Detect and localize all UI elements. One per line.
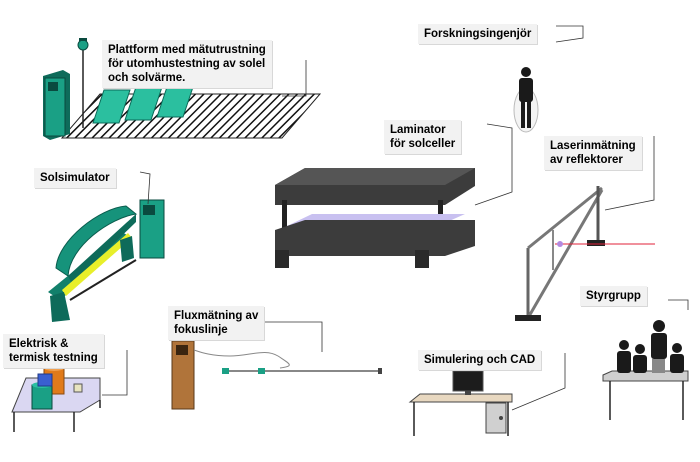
- monitor: [452, 370, 484, 392]
- outdoor-test-platform: [43, 38, 322, 140]
- label-flux: Fluxmätning av fokuslinje: [168, 306, 265, 340]
- laser-spot: [557, 241, 563, 247]
- electrical-thermal-test-bench: [11, 350, 128, 432]
- measurement-pole: [77, 38, 89, 128]
- researcher-figure: [513, 25, 584, 133]
- simulator-cabinet: [139, 199, 165, 259]
- platform-leader-line: [282, 60, 307, 97]
- flux-measurement: [171, 321, 382, 410]
- laminator: [275, 123, 513, 268]
- label-researcher: Forskningsingenjör: [418, 24, 538, 44]
- laser-reflector-frame: [515, 136, 655, 321]
- label-laminator: Laminator för solceller: [384, 120, 462, 154]
- label-platform: Plattform med mätutrustning för utomhust…: [102, 40, 272, 88]
- platform-deck: [60, 93, 322, 139]
- label-simulation: Simulering och CAD: [418, 350, 542, 370]
- computer-tower: [485, 402, 507, 434]
- solar-simulator: [48, 171, 165, 322]
- label-electrical: Elektrisk & termisk testning: [3, 334, 104, 368]
- steering-group: [602, 299, 689, 420]
- platform-cabinet: [43, 70, 70, 140]
- label-solar-simulator: Solsimulator: [34, 168, 116, 188]
- label-laser: Laserinmätning av reflektorer: [544, 136, 642, 170]
- label-steering-group: Styrgrupp: [580, 286, 647, 306]
- solar-panels: [92, 83, 195, 124]
- test-container-blue: [37, 373, 53, 387]
- cad-workstation: [408, 353, 566, 436]
